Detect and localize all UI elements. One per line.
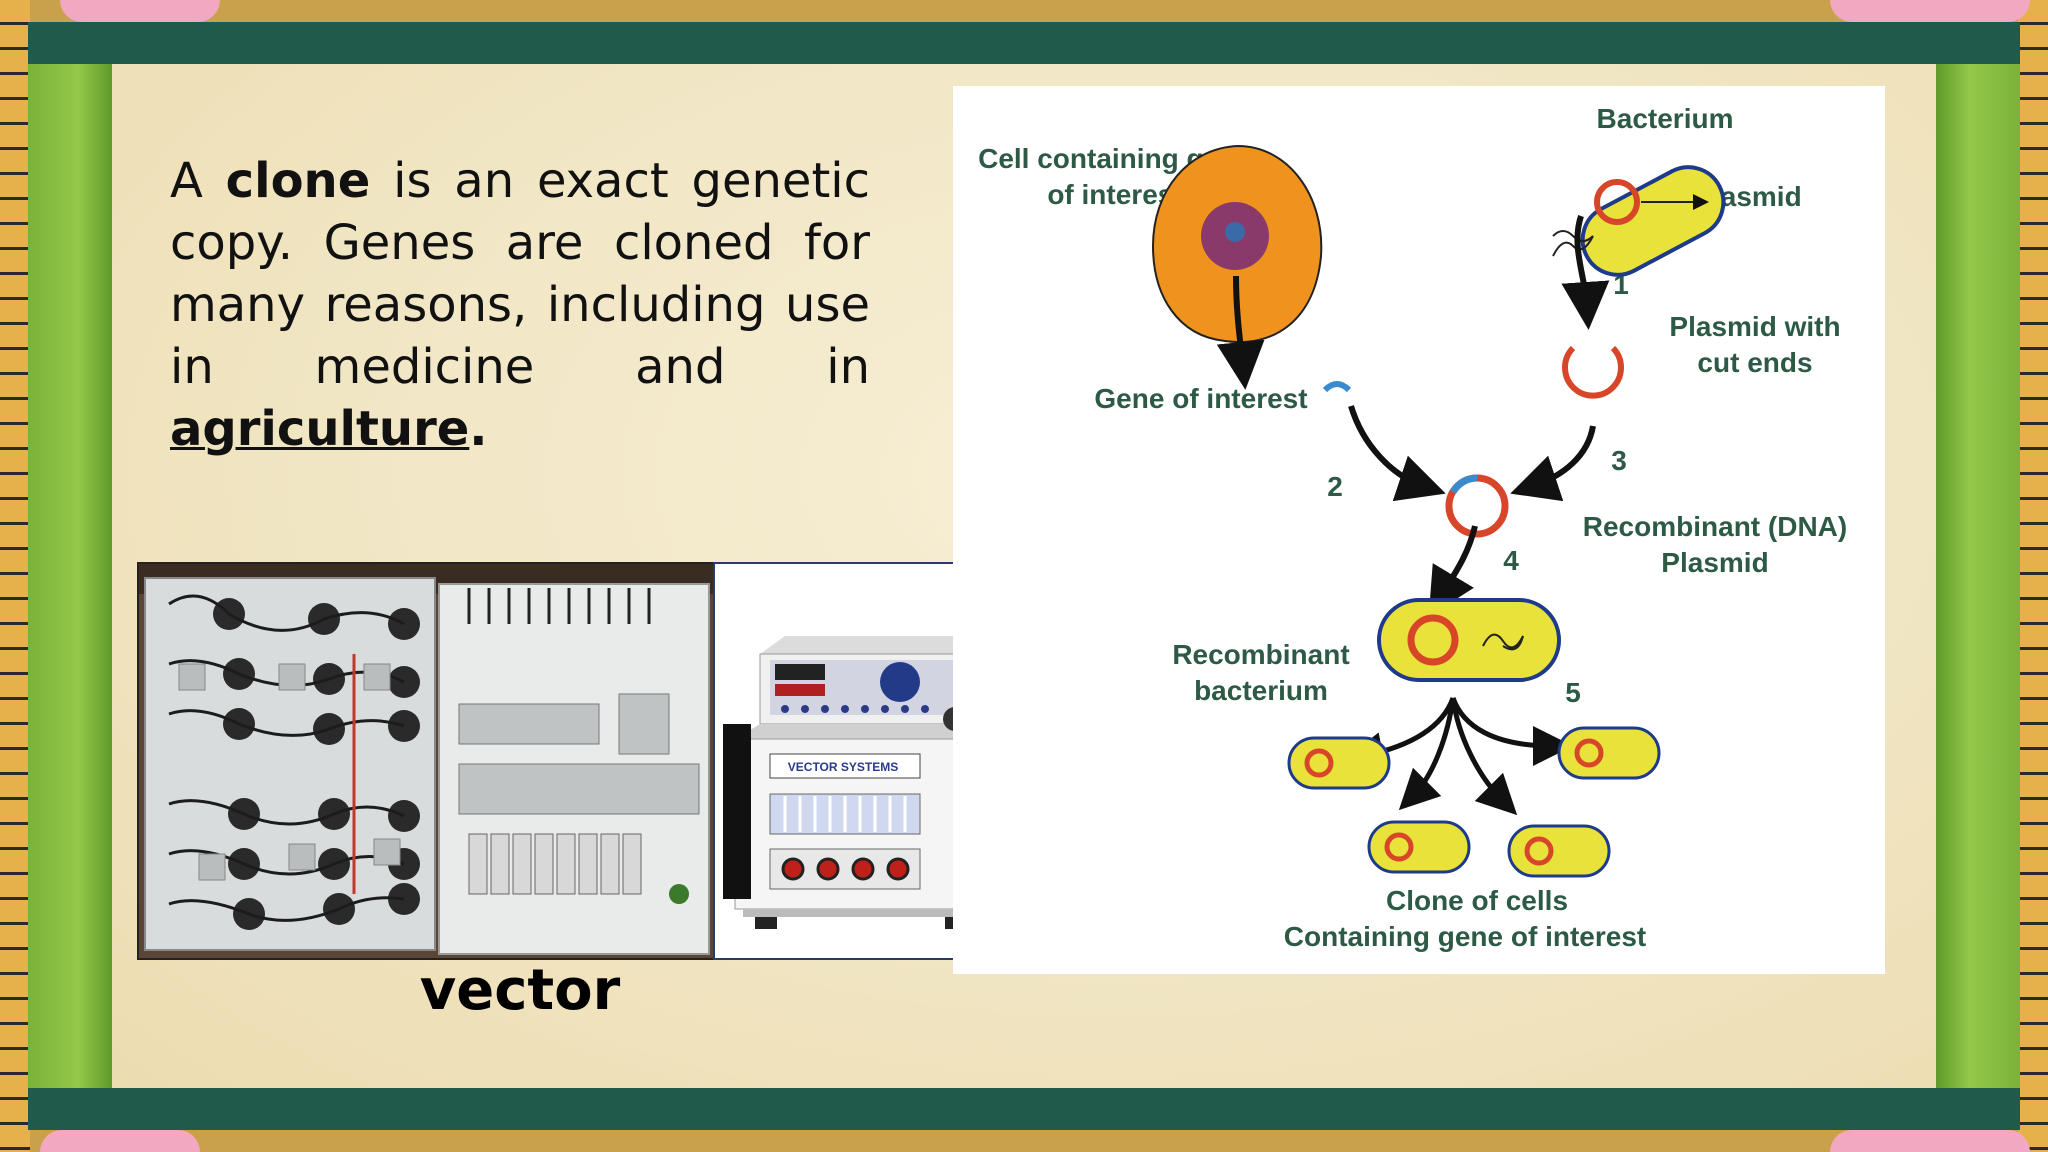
- clone-definition-text: A clone is an exact genetic copy. Genes …: [170, 150, 870, 460]
- cut-plasmid: [1562, 345, 1624, 399]
- step-5: 5: [1565, 677, 1581, 708]
- label-recombinant-plasmid-line2: Plasmid: [1661, 547, 1768, 578]
- electrical-panel-illustration: [139, 564, 715, 958]
- machine-brand-label: VECTOR SYSTEMS: [788, 760, 898, 774]
- label-recombinant-bacterium-line2: bacterium: [1194, 675, 1328, 706]
- gene-cloning-diagram: Bacterium Plasmid Cell containing gene o…: [953, 86, 1885, 974]
- text-suffix: .: [469, 401, 488, 457]
- label-recombinant-plasmid-line1: Recombinant (DNA): [1583, 511, 1847, 542]
- agriculture-term: agriculture: [170, 401, 470, 457]
- label-plasmid-cut-line2: cut ends: [1697, 347, 1812, 378]
- decor-pink-top-right: [1830, 0, 2030, 22]
- bottom-banner: [28, 1088, 2020, 1130]
- step-4: 4: [1503, 545, 1519, 576]
- label-bacterium: Bacterium: [1597, 103, 1734, 134]
- clone-cell: [1287, 736, 1391, 790]
- ruler-border-left: [0, 0, 30, 1152]
- clone-cell: [1507, 824, 1611, 878]
- bacterium-shape: [1580, 165, 1726, 277]
- label-clone-line1: Clone of cells: [1386, 885, 1568, 916]
- label-clone-line2: Containing gene of interest: [1284, 921, 1646, 952]
- decor-pink-bottom-right: [1830, 1130, 2030, 1152]
- plasmid-ring: [1594, 179, 1640, 225]
- recombinant-bacterium: [1377, 598, 1561, 682]
- electrical-panel-image: [137, 562, 717, 960]
- gene-cloning-diagram-svg: Bacterium Plasmid Cell containing gene o…: [978, 103, 1847, 952]
- step-2: 2: [1327, 471, 1343, 502]
- label-recombinant-bacterium-line1: Recombinant: [1172, 639, 1349, 670]
- green-side-left: [28, 64, 112, 1088]
- label-gene-of-interest: Gene of interest: [1094, 383, 1307, 414]
- green-side-right: [1936, 64, 2020, 1088]
- decor-pink-bottom-left: [40, 1130, 200, 1152]
- clone-term: clone: [225, 153, 371, 209]
- ruler-border-right: [2018, 0, 2048, 1152]
- label-plasmid-cut-line1: Plasmid with: [1669, 311, 1840, 342]
- vector-caption: vector: [419, 958, 621, 1023]
- decor-pink-top-left: [60, 0, 220, 22]
- text-middle: is an exact genetic copy. Genes are clon…: [170, 153, 870, 395]
- clone-cell: [1367, 820, 1471, 874]
- clone-cell: [1557, 726, 1661, 780]
- top-banner: [28, 22, 2020, 64]
- text-prefix: A: [170, 153, 226, 209]
- step-3: 3: [1611, 445, 1627, 476]
- gene-fragment: [1322, 381, 1352, 393]
